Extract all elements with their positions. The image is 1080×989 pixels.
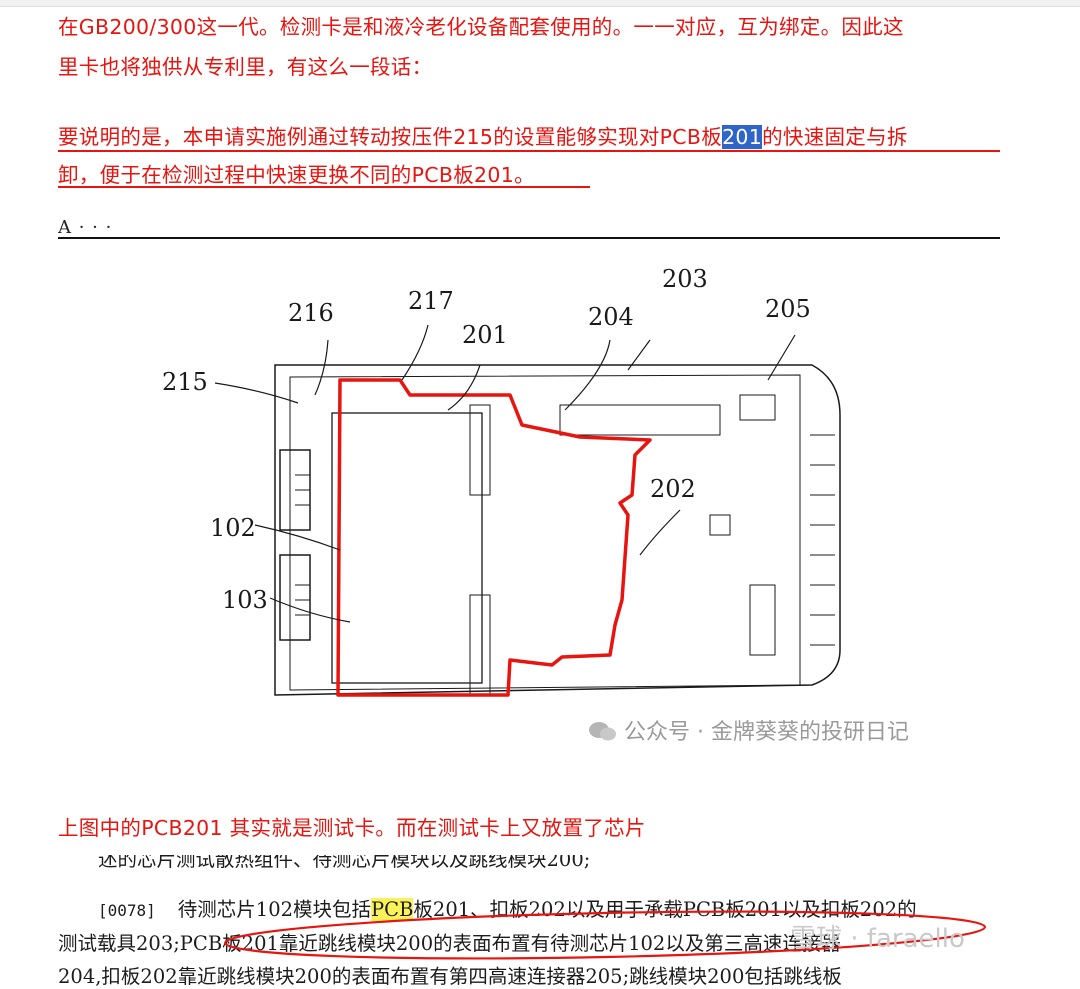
browser-top-strip bbox=[0, 0, 1080, 7]
leader-203 bbox=[627, 339, 651, 371]
figure-label-215: 215 bbox=[162, 368, 208, 396]
intro-line-1: 在GB200/300这一代。检测卡是和液冷老化设备配套使用的。一一对应，互为绑定… bbox=[58, 15, 904, 39]
leader-205 bbox=[767, 334, 796, 381]
highlighted-pcb: PCB bbox=[371, 898, 414, 921]
patent-header-cut: A · · · bbox=[58, 213, 1000, 239]
figure-label-201: 201 bbox=[462, 321, 508, 349]
red-ellipse-annotation bbox=[223, 910, 987, 960]
patent-drawing: 203 205 217 216 201 204 215 202 102 103 bbox=[162, 265, 841, 697]
wechat-watermark: 公众号 · 金牌葵葵的投研日记 bbox=[588, 714, 909, 746]
connector-row-204 bbox=[559, 404, 721, 436]
patent-figure: 203 205 217 216 201 204 215 202 102 103 bbox=[150, 255, 870, 725]
figure-label-202: 202 bbox=[650, 475, 696, 503]
leader-217 bbox=[401, 324, 429, 381]
figure-label-205: 205 bbox=[765, 295, 811, 323]
leader-215 bbox=[214, 382, 299, 404]
figure-label-217: 217 bbox=[408, 287, 454, 315]
patent-line-2: 测试载具203;PCB板201靠近跳线模块200的表面布置有待测芯片102以及第… bbox=[58, 932, 841, 955]
quote-text-before: 要说明的是，本申请实施例通过转动按压件215的设置能够实现对PCB板 bbox=[58, 125, 723, 149]
red-underline-1 bbox=[58, 150, 1000, 152]
quote-line-2: 卸，便于在检测过程中快速更换不同的PCB板201。 bbox=[58, 163, 535, 187]
leader-202 bbox=[639, 509, 681, 556]
quote-line-1: 要说明的是，本申请实施例通过转动按压件215的设置能够实现对PCB板201的快速… bbox=[58, 120, 908, 150]
figure-label-203: 203 bbox=[662, 265, 708, 293]
wechat-icon bbox=[588, 720, 618, 742]
carrier-outline bbox=[274, 364, 841, 696]
connector-205 bbox=[739, 394, 776, 421]
leader-204 bbox=[564, 339, 611, 411]
leader-103 bbox=[269, 597, 351, 623]
quote-text-after: 的快速固定与拆 bbox=[762, 125, 908, 149]
intro-line-2: 里卡也将独供从专利里，有这么一段话： bbox=[58, 55, 433, 79]
leader-102 bbox=[254, 524, 341, 551]
patent-cut-line: 述的芯片测试散热组件、待测芯片模块以及跳线模块200; bbox=[98, 855, 698, 871]
red-outline-pcb201 bbox=[336, 378, 652, 697]
paragraph-number: [0078] bbox=[98, 901, 156, 920]
figure-label-204: 204 bbox=[588, 303, 634, 331]
chip-module-outline bbox=[331, 412, 483, 684]
patent-header-rule bbox=[58, 237, 1000, 239]
patent-header-glyphs: A · · · bbox=[58, 217, 113, 238]
selected-text[interactable]: 201 bbox=[722, 125, 763, 149]
left-connector-lower bbox=[279, 554, 311, 641]
patent-line-1-a: 待测芯片102模块包括 bbox=[177, 898, 372, 921]
figure-label-103: 103 bbox=[222, 586, 268, 614]
figure-label-216: 216 bbox=[288, 299, 334, 327]
figure-label-102: 102 bbox=[210, 514, 256, 542]
leader-216 bbox=[314, 339, 329, 396]
snowball-watermark: 雪球 · faraello bbox=[790, 924, 965, 954]
red-underline-2 bbox=[58, 186, 590, 188]
leader-201 bbox=[447, 364, 481, 411]
figure-caption: 上图中的PCB201 其实就是测试卡。而在测试卡上又放置了芯片 bbox=[58, 816, 646, 840]
patent-line-3: 204,扣板202靠近跳线模块200的表面布置有第四高速连接器205;跳线模块2… bbox=[58, 965, 842, 988]
watermark-text: 公众号 · 金牌葵葵的投研日记 bbox=[624, 720, 909, 745]
patent-cut-text: 述的芯片测试散热组件、待测芯片模块以及跳线模块200; bbox=[98, 855, 591, 871]
